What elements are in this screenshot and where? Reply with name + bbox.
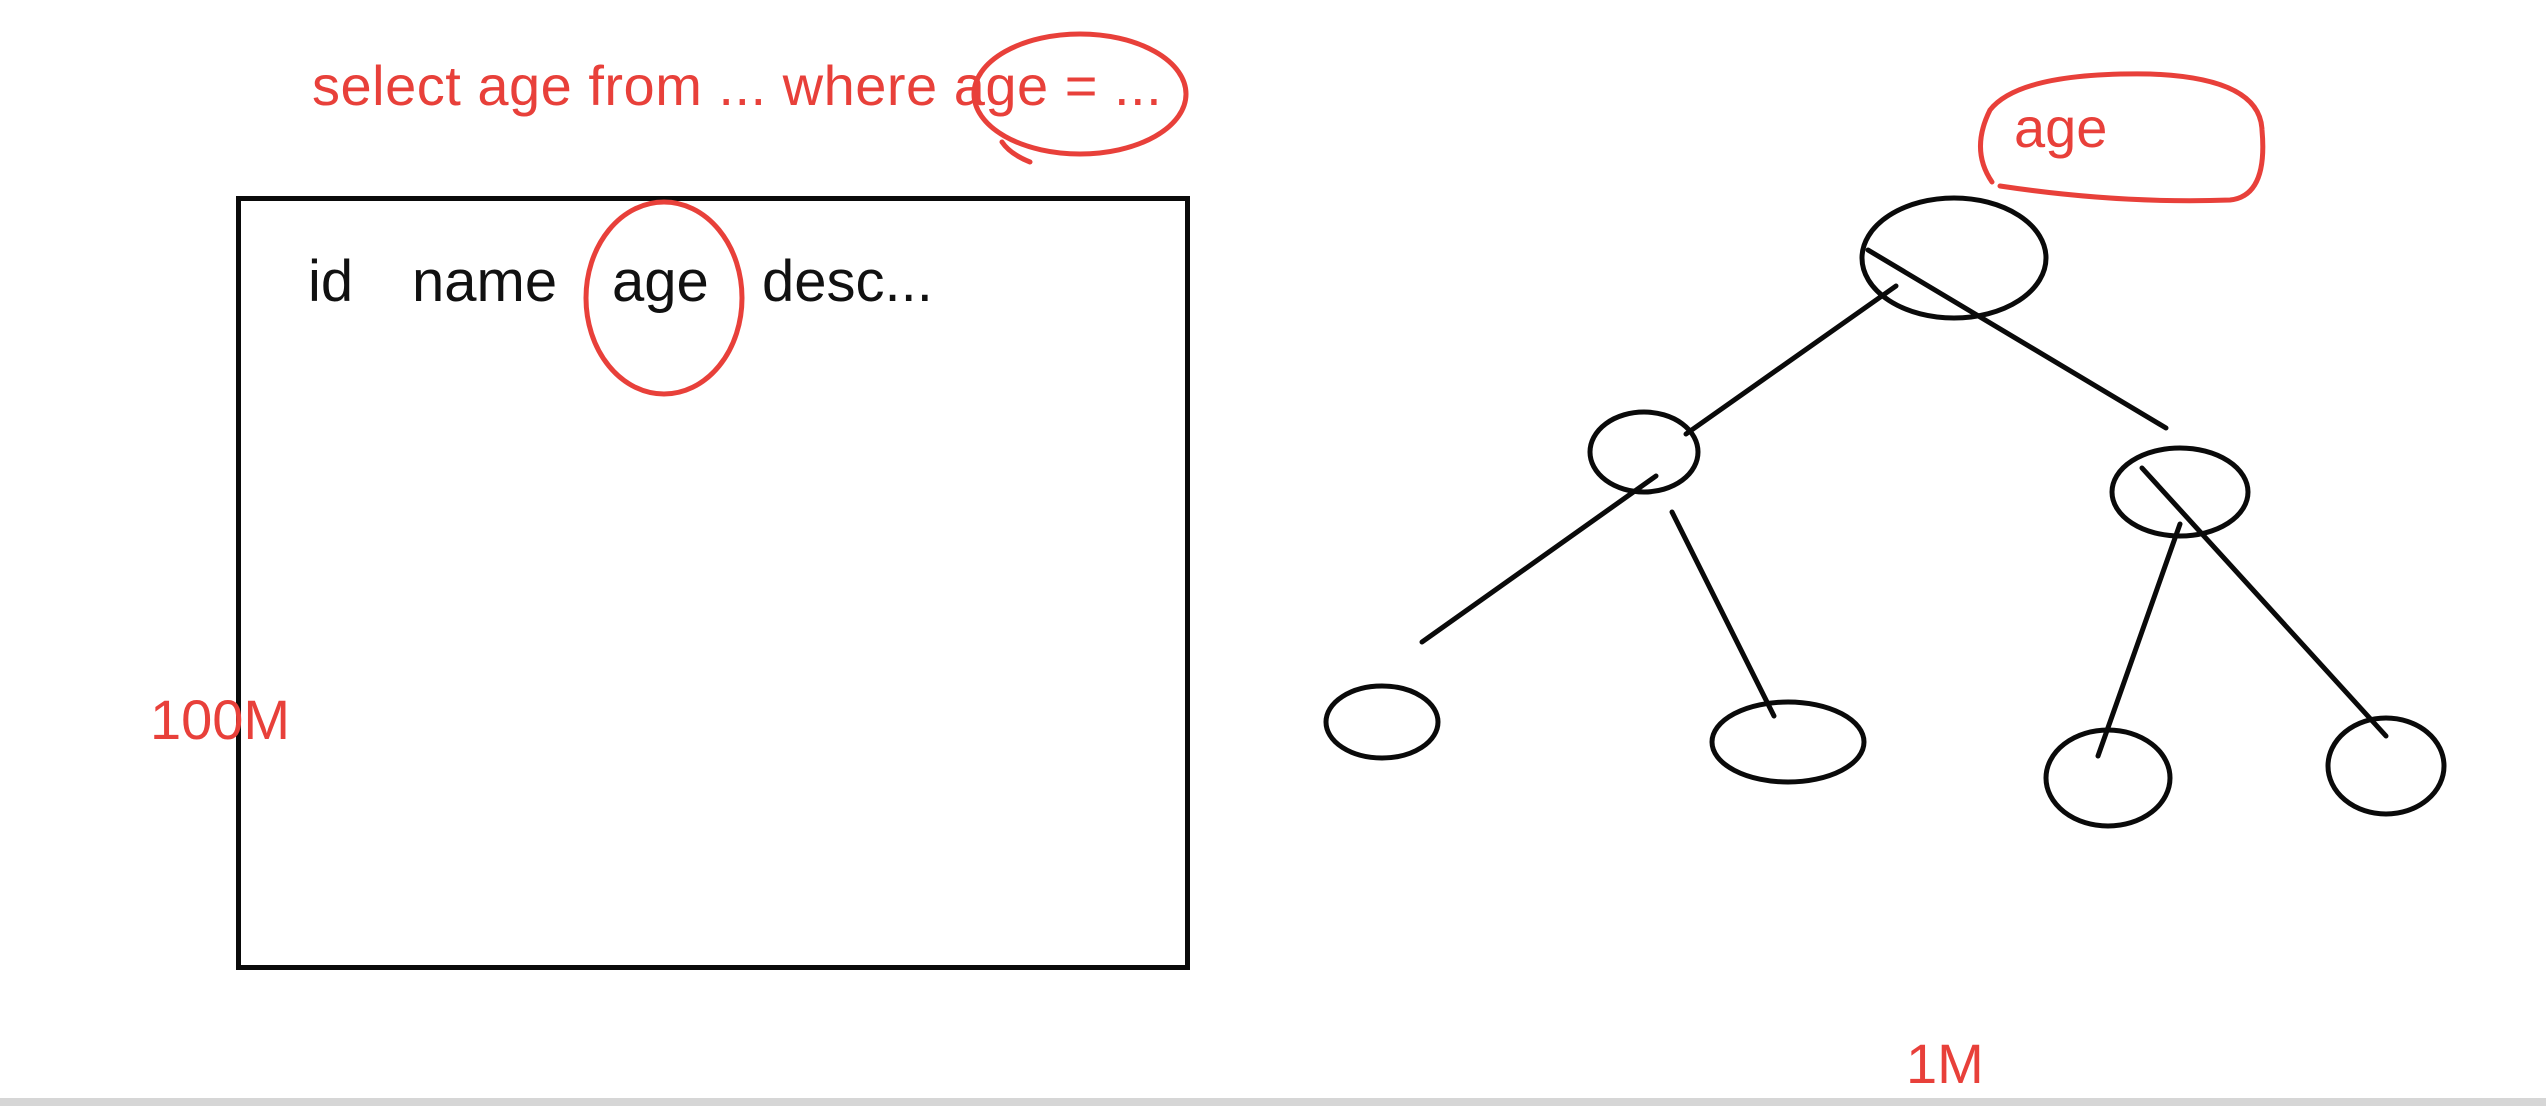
- query-highlight-tail: [999, 139, 1033, 165]
- edge-root-left: [1683, 283, 1899, 437]
- tree-leaf-node-3: [2043, 727, 2173, 829]
- edge-root-right: [1865, 247, 2169, 431]
- tree-right-node: [2109, 445, 2251, 539]
- tree-leaf-node-2: [1709, 699, 1867, 785]
- column-name: name: [412, 249, 558, 314]
- edge-right-leaf3: [2095, 521, 2183, 759]
- tree-root-node: [1859, 195, 2049, 321]
- table-size-label: 100M: [150, 688, 291, 751]
- index-size-label: 1M: [1906, 1032, 1984, 1095]
- tree-leaf-node-4: [2325, 715, 2447, 817]
- tree-left-node: [1587, 409, 1701, 495]
- sql-query-text: select age from ... where age = ...: [312, 54, 1163, 117]
- edge-left-leaf2: [1669, 509, 1777, 719]
- index-tree-label: age: [2014, 96, 2108, 159]
- column-id: id: [308, 249, 354, 314]
- column-desc: desc...: [762, 249, 933, 314]
- tree-leaf-node-1: [1323, 683, 1441, 761]
- edge-right-leaf4: [2139, 465, 2389, 739]
- column-age: age: [612, 249, 709, 314]
- edge-left-leaf1: [1419, 473, 1659, 645]
- bottom-scroll-bar[interactable]: [0, 1098, 2546, 1106]
- table-rectangle: [236, 196, 1190, 970]
